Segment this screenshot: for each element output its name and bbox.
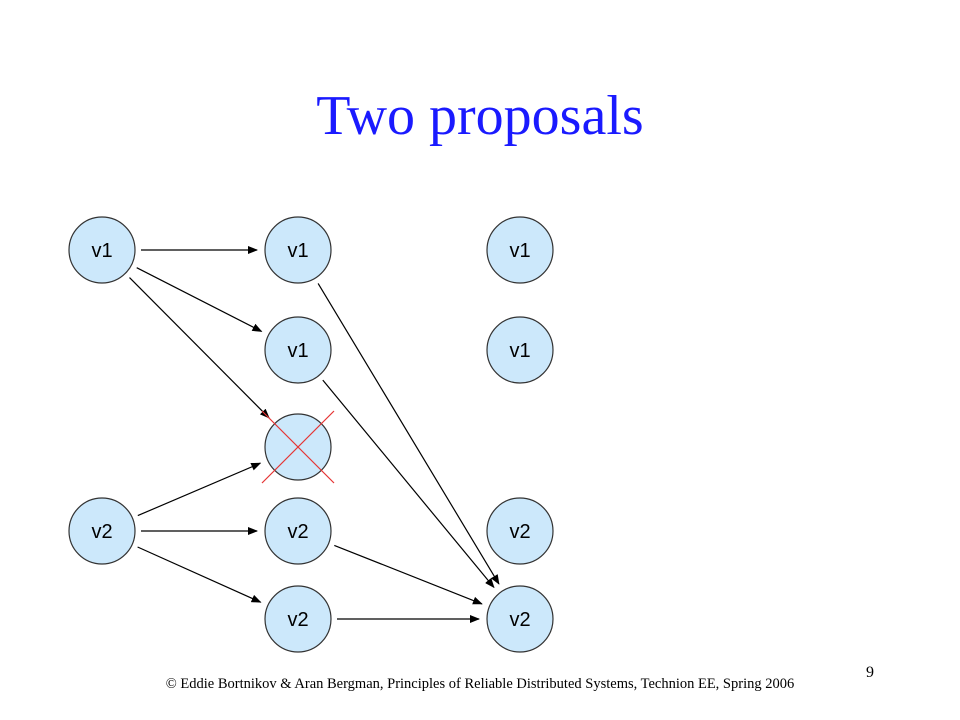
nodes-layer: v1 v2 v1 v1 v2 v2 v1 v1 v2 v2 <box>68 216 554 653</box>
node: v2 <box>264 497 332 565</box>
cross-mark <box>261 410 335 484</box>
node-label: v2 <box>91 521 112 543</box>
copyright-footer: © Eddie Bortnikov & Aran Bergman, Princi… <box>165 676 795 692</box>
page-number: 9 <box>866 664 874 681</box>
crashed-node <box>261 410 335 484</box>
node-circle <box>68 216 136 284</box>
node-label: v2 <box>287 521 308 543</box>
edge-arrow <box>137 462 262 517</box>
node: v2 <box>264 585 332 653</box>
node-label: v1 <box>509 240 530 262</box>
edge-arrow <box>334 544 483 605</box>
node: v1 <box>486 316 554 384</box>
node: v2 <box>68 497 136 565</box>
node: v1 <box>264 216 332 284</box>
node: v1 <box>68 216 136 284</box>
node: v2 <box>486 585 554 653</box>
node-label: v1 <box>287 240 308 262</box>
node-label: v2 <box>509 521 530 543</box>
node-circle <box>264 216 332 284</box>
node: v2 <box>486 497 554 565</box>
edge-arrow <box>317 283 500 585</box>
node-circle <box>486 585 554 653</box>
edge-arrow <box>136 267 263 332</box>
node-circle <box>264 497 332 565</box>
node-circle <box>486 316 554 384</box>
node-label: v1 <box>509 340 530 362</box>
slide-title: Two proposals <box>316 85 644 147</box>
node-label: v1 <box>91 240 112 262</box>
node-label: v2 <box>509 609 530 631</box>
edge-arrow <box>137 546 262 603</box>
node-label: v1 <box>287 340 308 362</box>
node-circle <box>264 585 332 653</box>
node-circle <box>486 216 554 284</box>
edge-arrow <box>129 277 270 419</box>
node-label: v2 <box>287 609 308 631</box>
node-circle <box>68 497 136 565</box>
node: v1 <box>486 216 554 284</box>
edge-arrow <box>322 379 495 589</box>
edges-layer <box>129 246 500 623</box>
node-circle <box>264 316 332 384</box>
node-circle <box>486 497 554 565</box>
node: v1 <box>264 316 332 384</box>
